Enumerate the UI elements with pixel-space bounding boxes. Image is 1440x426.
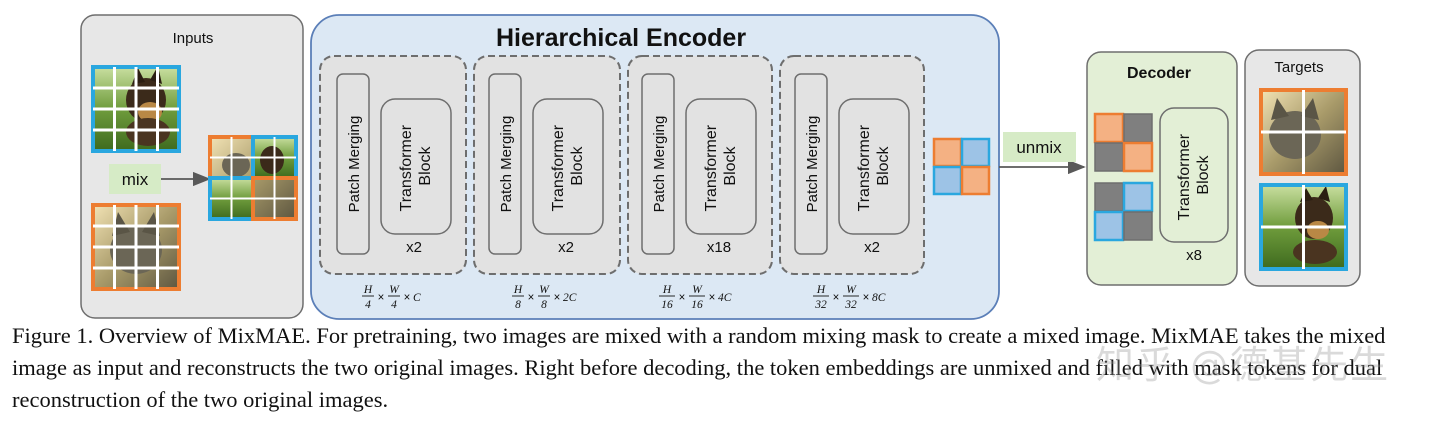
decoder-input-grid-1 [1093, 112, 1154, 173]
encoder-stage-1: Patch Merging Transformer Block x2 [319, 55, 467, 275]
svg-text:W: W [389, 284, 400, 296]
target-dog-photo-icon [1259, 183, 1348, 271]
svg-text:H: H [513, 284, 523, 296]
repeat-count: x2 [864, 239, 880, 256]
patch-merging-label: Patch Merging [346, 116, 363, 213]
svg-text:×: × [404, 292, 411, 304]
decoder-panel: Decoder Transformer Block x8 [1086, 51, 1238, 286]
targets-panel: Targets [1244, 49, 1361, 287]
mix-label-box: mix [109, 164, 161, 194]
svg-text:H: H [363, 284, 373, 296]
decoder-input-grid-2 [1093, 181, 1154, 242]
svg-text:W: W [692, 284, 703, 296]
dim-label-2: H 8 × W 8 × 2C [512, 284, 577, 311]
patch-merging-label: Patch Merging [498, 116, 515, 213]
encoder-output-tokens [932, 137, 991, 196]
svg-text:W: W [539, 284, 550, 296]
svg-text:16: 16 [661, 299, 673, 311]
svg-text:×: × [709, 292, 716, 304]
transformer-block-label: Transformer Block [856, 121, 892, 212]
unmix-label-box: unmix [1003, 132, 1076, 162]
svg-text:4C: 4C [718, 292, 732, 304]
svg-text:8C: 8C [872, 292, 886, 304]
svg-text:2C: 2C [563, 292, 577, 304]
svg-text:16: 16 [691, 299, 703, 311]
dim-label-1: H 4 × W 4 × C [362, 284, 421, 311]
svg-text:4: 4 [391, 299, 397, 311]
svg-text:C: C [413, 292, 421, 304]
svg-text:32: 32 [814, 299, 827, 311]
svg-text:8: 8 [541, 299, 547, 311]
svg-text:4: 4 [365, 299, 371, 311]
transformer-block-label: Transformer Block [703, 121, 739, 212]
repeat-count: x2 [406, 239, 422, 256]
decoder-repeat-count: x8 [1186, 247, 1202, 264]
dim-label-4: H 32 × W 32 × 8C [813, 284, 886, 311]
encoder-stage-3: Patch Merging Transformer Block x18 [627, 55, 773, 275]
svg-text:×: × [378, 292, 385, 304]
decoder-title: Decoder [1127, 65, 1191, 82]
svg-text:8: 8 [515, 299, 521, 311]
svg-text:×: × [528, 292, 535, 304]
svg-text:×: × [863, 292, 870, 304]
patch-merging-label: Patch Merging [651, 116, 668, 213]
svg-text:H: H [662, 284, 672, 296]
encoder-stage-4: Patch Merging Transformer Block x2 [779, 55, 925, 275]
svg-text:32: 32 [844, 299, 857, 311]
svg-text:×: × [679, 292, 686, 304]
mixed-photo-icon [208, 135, 298, 221]
encoder-stage-2: Patch Merging Transformer Block x2 [473, 55, 621, 275]
mixmae-diagram: Inputs mix [80, 14, 1361, 320]
encoder-title: Hierarchical Encoder [496, 24, 746, 52]
svg-text:W: W [846, 284, 857, 296]
svg-text:×: × [833, 292, 840, 304]
svg-text:H: H [816, 284, 826, 296]
target-cat-photo-icon [1259, 88, 1348, 176]
cat-photo-icon [91, 203, 181, 291]
inputs-title: Inputs [173, 30, 214, 47]
patch-merging-label: Patch Merging [804, 116, 821, 213]
dim-label-3: H 16 × W 16 × 4C [659, 284, 732, 311]
inputs-panel: Inputs mix [80, 14, 304, 319]
dog-photo-icon [91, 65, 181, 153]
targets-title: Targets [1274, 59, 1323, 76]
decoder-transformer-block-label: Transformer Block [1176, 130, 1212, 221]
repeat-count: x2 [558, 239, 574, 256]
svg-text:×: × [554, 292, 561, 304]
transformer-block-label: Transformer Block [398, 121, 434, 212]
hierarchical-encoder: Hierarchical Encoder Patch Merging Trans… [310, 14, 1000, 320]
repeat-count: x18 [707, 239, 731, 256]
transformer-block-label: Transformer Block [550, 121, 586, 212]
mix-label: mix [122, 170, 149, 189]
unmix-label: unmix [1016, 138, 1062, 157]
figure-caption: Figure 1. Overview of MixMAE. For pretra… [12, 323, 1386, 412]
